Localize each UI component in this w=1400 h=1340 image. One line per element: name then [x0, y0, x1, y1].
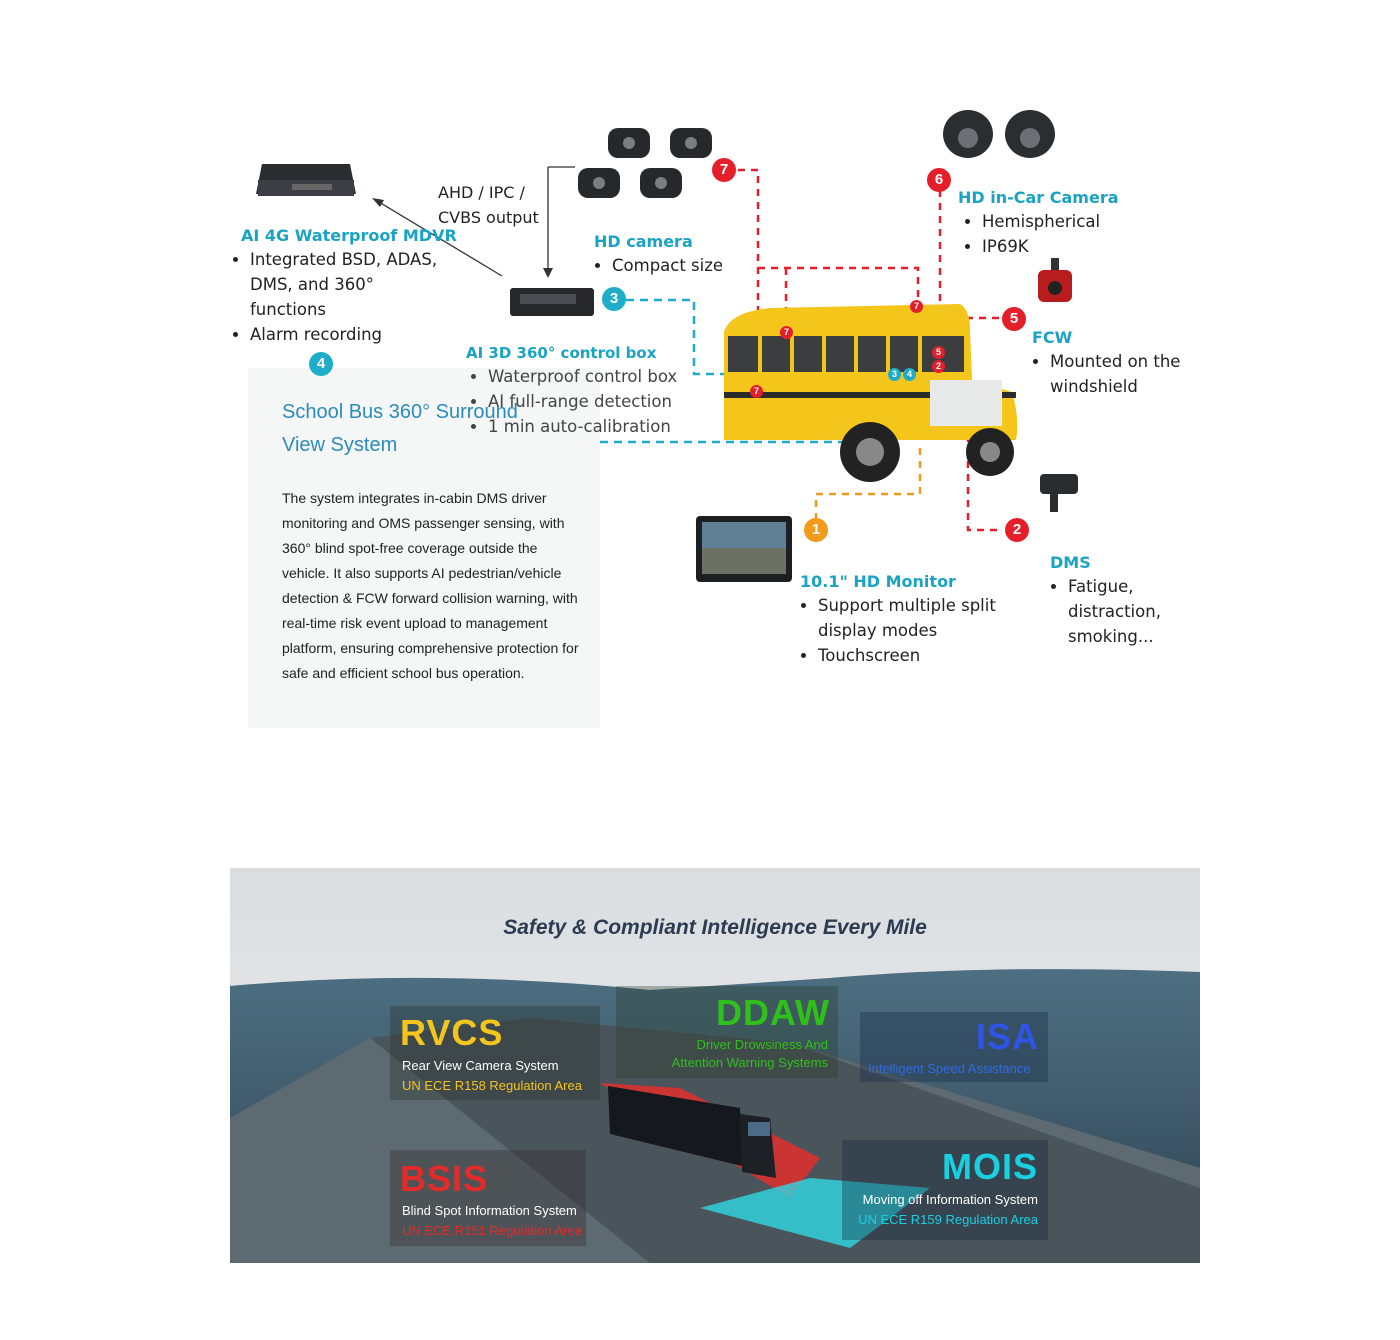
- dms-title: DMS: [1050, 553, 1091, 572]
- rvcs-regulation: UN ECE R158 Regulation Area: [402, 1078, 582, 1093]
- monitor-block: 10.1" HD Monitor Support multiple split …: [800, 572, 1010, 668]
- hd-camera-images: [578, 128, 712, 198]
- control-box-bullet: Waterproof control box: [488, 364, 696, 389]
- badge-monitor: 1: [804, 518, 828, 542]
- badge-hd-camera: 7: [712, 158, 736, 182]
- diagram-connectors: [256, 110, 1078, 582]
- badge-dms: 2: [1005, 518, 1029, 542]
- fcw-title: FCW: [1032, 328, 1073, 347]
- hd-camera-block: HD camera Compact size: [594, 232, 754, 278]
- bus-marker: 5: [932, 346, 945, 359]
- bus-marker: 7: [780, 326, 793, 339]
- rvcs-code: RVCS: [400, 1012, 504, 1053]
- monitor-bullet: Touchscreen: [818, 643, 1010, 668]
- bus-marker: 3: [888, 368, 901, 381]
- dms-block: DMS Fatigue, distraction, smoking...: [1050, 553, 1230, 649]
- monitor-image: [696, 516, 792, 582]
- bus-marker: 7: [910, 300, 923, 313]
- control-box-title: AI 3D 360° control box: [466, 344, 657, 362]
- banner-title: Safety & Compliant Intelligence Every Mi…: [503, 916, 927, 939]
- school-bus-image: [724, 304, 1018, 482]
- control-box-block: AI 3D 360° control box Waterproof contro…: [466, 344, 696, 439]
- mdvr-bullet: Integrated BSD, ADAS, DMS, and 360° func…: [250, 247, 452, 322]
- badge-fcw: 5: [1002, 307, 1026, 331]
- control-box-image: [510, 288, 594, 316]
- incar-camera-title: HD in-Car Camera: [958, 188, 1119, 207]
- dms-bullet: Fatigue, distraction, smoking...: [1068, 574, 1230, 649]
- mdvr-title: AI 4G Waterproof MDVR: [241, 226, 457, 245]
- bus-marker: 4: [903, 368, 916, 381]
- ddaw-panel: [616, 986, 838, 1078]
- mois-panel: [842, 1140, 1048, 1240]
- ahd-output-label: AHD / IPC / CVBS output: [438, 183, 539, 227]
- mois-code: MOIS: [942, 1146, 1039, 1187]
- fcw-block: FCW Mounted on the windshield: [1032, 328, 1202, 399]
- monitor-bullet: Support multiple split display modes: [818, 593, 1010, 643]
- hd-camera-title: HD camera: [594, 232, 693, 251]
- ddaw-name: Driver Drowsiness And Attention Warning …: [671, 1037, 828, 1070]
- mois-regulation: UN ECE R159 Regulation Area: [858, 1212, 1038, 1227]
- fcw-bullet: Mounted on the windshield: [1050, 349, 1202, 399]
- hd-camera-bullet: Compact size: [612, 253, 754, 278]
- mdvr-bullet: Alarm recording: [250, 322, 452, 347]
- monitor-title: 10.1" HD Monitor: [800, 572, 956, 591]
- badge-control-box: 3: [602, 287, 626, 311]
- rvcs-panel: [390, 1006, 600, 1100]
- isa-code: ISA: [976, 1016, 1040, 1057]
- surround-title: School Bus 360° Surround View System: [282, 401, 518, 456]
- bus-marker: 2: [932, 360, 945, 373]
- mdvr-device-image: [256, 164, 356, 196]
- incar-camera-images: [943, 110, 1055, 158]
- badge-incar-camera: 6: [927, 168, 951, 192]
- isa-panel: [860, 1012, 1048, 1082]
- bsis-regulation: UN ECE R151 Regulation Area: [402, 1223, 582, 1238]
- rvcs-name: Rear View Camera System: [402, 1058, 559, 1073]
- bsis-name: Blind Spot Information System: [402, 1203, 577, 1218]
- incar-camera-bullet: IP69K: [982, 234, 1138, 259]
- mdvr-block: AI 4G Waterproof MDVR Integrated BSD, AD…: [232, 226, 457, 347]
- incar-camera-block: HD in-Car Camera Hemispherical IP69K: [958, 188, 1138, 259]
- bus-marker: 7: [750, 385, 763, 398]
- control-box-bullet: 1 min auto-calibration: [488, 414, 696, 439]
- bsis-code: BSIS: [400, 1158, 489, 1199]
- surround-card: [248, 368, 600, 728]
- ddaw-code: DDAW: [716, 992, 830, 1033]
- highway-scene: [230, 868, 1200, 1263]
- incar-camera-bullet: Hemispherical: [982, 209, 1138, 234]
- badge-surround: 4: [309, 352, 333, 376]
- truck-image: [608, 1086, 776, 1178]
- surround-description: The system integrates in-cabin DMS drive…: [282, 490, 579, 681]
- isa-name: Intelligent Speed Assistance: [868, 1061, 1031, 1076]
- dms-camera-image: [1040, 474, 1078, 512]
- fcw-camera-image: [1038, 258, 1072, 302]
- bsis-panel: [390, 1150, 586, 1246]
- mois-name: Moving off Information System: [862, 1192, 1038, 1207]
- compliance-banner: Safety & Compliant Intelligence Every Mi…: [230, 868, 1200, 1263]
- control-box-bullet: AI full-range detection: [488, 389, 696, 414]
